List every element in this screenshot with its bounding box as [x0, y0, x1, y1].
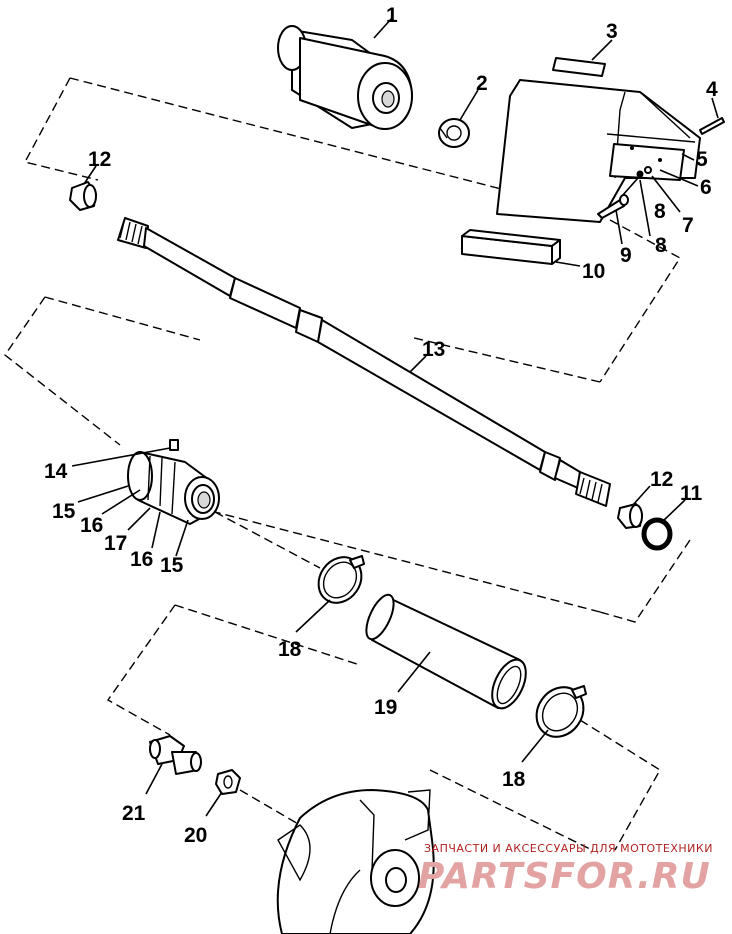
part-1-drum	[277, 25, 413, 130]
part-18-clamp-upper	[317, 555, 365, 604]
callout-8-upper: 8	[654, 200, 666, 223]
assembly-boundaries	[4, 77, 691, 851]
callout-14: 14	[44, 460, 68, 483]
callout-18-lower: 18	[502, 768, 526, 791]
part-11-o-ring	[641, 517, 673, 551]
callout-1: 1	[386, 4, 398, 27]
leader-lines	[71, 17, 719, 817]
watermark-tagline: ЗАПЧАСТИ И АКСЕССУАРЫ ДЛЯ МОТОТЕХНИКИ	[424, 842, 713, 855]
callout-20: 20	[184, 824, 207, 847]
part-13-shaft	[117, 217, 611, 507]
watermark: ЗАПЧАСТИ И АКСЕССУАРЫ ДЛЯ МОТОТЕХНИКИ PA…	[418, 842, 713, 897]
callout-12-upper: 12	[88, 148, 111, 171]
callout-15-left: 15	[52, 500, 76, 523]
part-18-clamp-lower	[535, 685, 587, 738]
callout-9: 9	[620, 244, 632, 267]
callout-7: 7	[682, 214, 694, 237]
callout-11: 11	[680, 482, 703, 505]
part-9-screw	[597, 194, 629, 219]
callout-10: 10	[582, 260, 605, 283]
callout-16-left: 16	[80, 514, 103, 537]
callout-16-right: 16	[130, 548, 153, 571]
callout-2: 2	[476, 72, 488, 95]
callout-8-lower: 8	[655, 234, 667, 257]
impeller-housing	[276, 789, 435, 934]
part-14-17-coupler	[127, 439, 220, 525]
part-6-bracket-parts	[621, 166, 652, 197]
part-19-tube	[365, 593, 527, 710]
part-4-screw	[699, 117, 725, 135]
callout-3: 3	[606, 20, 618, 43]
watermark-logo: PARTSFOR.RU	[418, 856, 711, 897]
part-21-fitting	[149, 735, 202, 775]
callout-21: 21	[122, 802, 146, 825]
part-20-nut	[215, 769, 241, 795]
part-3-label	[552, 57, 606, 77]
callout-15-right: 15	[160, 554, 184, 577]
part-12-bushing-upper	[69, 181, 97, 211]
part-10-bar	[461, 229, 561, 265]
callout-13: 13	[422, 338, 445, 361]
callout-18-upper: 18	[278, 638, 302, 661]
callout-labels: 1 2 3 4 5 6 7 8 8 9 10 11 12 12 13 14 15…	[44, 4, 718, 847]
callout-5: 5	[696, 148, 708, 171]
callout-19: 19	[374, 696, 397, 719]
callout-12-lower: 12	[650, 468, 673, 491]
part-2-washer	[438, 118, 470, 148]
callout-6: 6	[700, 176, 712, 199]
part-5-cover	[496, 79, 701, 223]
part-12-bushing-lower	[617, 503, 643, 529]
callout-17: 17	[104, 532, 127, 555]
callout-4: 4	[706, 78, 718, 101]
